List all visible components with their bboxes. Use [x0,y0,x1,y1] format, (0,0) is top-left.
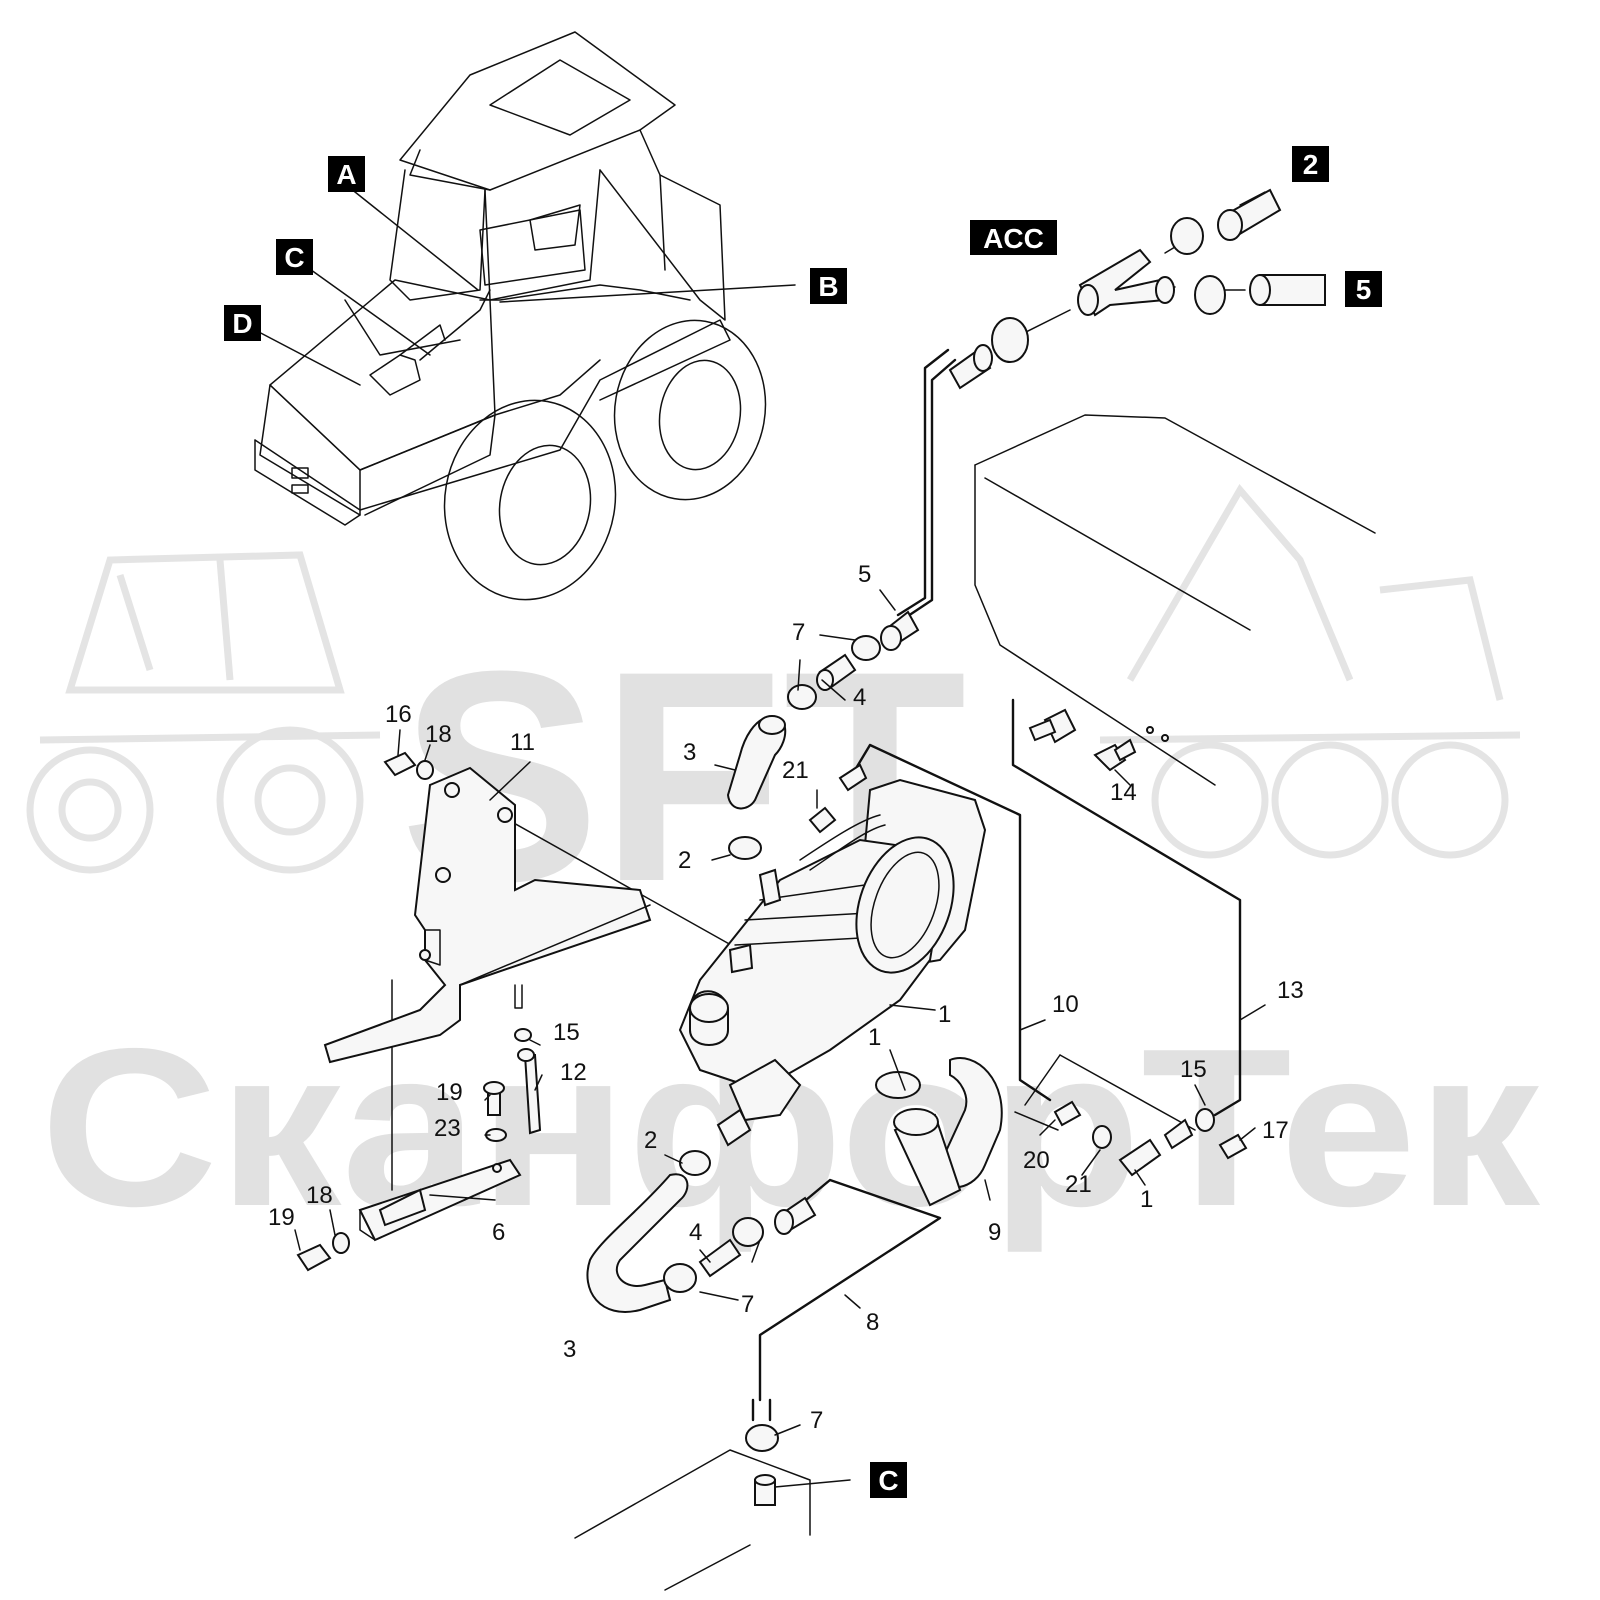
part-label-1: 1 [1140,1186,1153,1213]
leader-lines [294,589,1266,1488]
tag-b: B [810,268,847,304]
part-label-4: 4 [689,1219,702,1246]
part-label-5: 5 [858,561,871,588]
part-label-8: 8 [866,1309,879,1336]
hose-clamp-icon [732,1217,764,1247]
part-label-17: 17 [1262,1117,1289,1144]
part-label-13: 13 [1277,977,1304,1004]
tag-a: A [328,156,365,192]
part-label-19: 19 [436,1079,463,1106]
part-label-1: 1 [938,1001,951,1028]
svg-text:A: A [336,159,356,190]
part-label-15: 15 [1180,1056,1207,1083]
bolt-icon [296,1243,332,1272]
right-fittings [1028,708,1215,1177]
part-label-9: 9 [988,1219,1001,1246]
tag-d: D [224,305,261,341]
part-number-labels: 1 1 1 2 2 3 3 4 4 5 6 7 7 7 8 9 10 11 12… [268,561,1304,1434]
svg-text:2: 2 [1303,149,1319,180]
washer-icon [416,760,434,780]
part-label-7: 7 [741,1291,754,1318]
lower-hose-assembly [586,1057,1003,1506]
hose-clamp-icon [991,317,1029,363]
part-label-3: 3 [563,1336,576,1363]
machine-overview [254,31,796,601]
hose-clamp-icon [1092,1125,1112,1149]
part-label-21: 21 [782,757,809,784]
hose-clamp-icon [851,635,881,661]
hose-clamp-icon [787,684,817,710]
bracket [323,766,652,1064]
tag-5: 5 [1345,271,1382,307]
watermark-excavator-right-icon [1099,483,1521,859]
heater-unit [678,778,987,1147]
tag-acc: ACC [970,220,1057,255]
part-label-19: 19 [268,1204,295,1231]
hose-clamp-icon [514,1028,532,1042]
part-label-1: 1 [868,1024,881,1051]
hose-lines [391,191,1266,1422]
part-label-7: 7 [792,619,805,646]
machine-wheels [443,319,767,601]
svg-text:B: B [818,271,838,302]
hardware [296,751,1248,1272]
tank-outline [574,414,1376,1591]
part-label-10: 10 [1052,991,1079,1018]
hose-clamp-icon [1170,217,1204,255]
tag-2: 2 [1292,146,1329,182]
svg-text:C: C [284,242,304,273]
hose-clamp-icon [745,1424,779,1452]
watermark: SFT СканфорТек [26,483,1540,1253]
part-label-23: 23 [434,1115,461,1142]
svg-text:5: 5 [1356,274,1372,305]
part-label-11: 11 [510,729,535,756]
svg-text:D: D [232,308,252,339]
watermark-tractor-left-icon [26,551,381,874]
tag-c-bottom: C [870,1462,907,1498]
part-label-16: 16 [385,701,412,728]
part-label-7: 7 [810,1407,823,1434]
svg-text:C: C [878,1465,898,1496]
washer-icon [332,1232,350,1254]
part-label-15: 15 [553,1019,580,1046]
part-label-2: 2 [644,1127,657,1154]
bolt-icon [1218,1133,1248,1160]
upper-hose-assembly [726,610,920,860]
part-label-3: 3 [683,739,696,766]
part-label-18: 18 [306,1182,333,1209]
acc-fittings [948,188,1326,390]
part-label-6: 6 [492,1219,505,1246]
hose-clamp-icon [875,1071,921,1099]
bolt-icon [383,751,417,777]
part-label-12: 12 [560,1059,587,1086]
part-label-21: 21 [1065,1171,1092,1198]
reference-tags: A B C D ACC 2 5 C [224,146,1382,1498]
part-label-20: 20 [1023,1147,1050,1174]
part-label-4: 4 [853,684,866,711]
part-label-18: 18 [425,721,452,748]
part-label-2: 2 [678,847,691,874]
hose-clamp-icon [1195,1108,1215,1132]
hose-clamp-icon [728,836,762,860]
hose-clamp-icon [663,1263,697,1293]
hose-clamp-icon [1194,275,1226,315]
tag-c-top: C [276,239,313,275]
svg-text:ACC: ACC [983,223,1044,254]
hose-clamp-icon [679,1150,711,1176]
part-label-14: 14 [1110,779,1137,806]
